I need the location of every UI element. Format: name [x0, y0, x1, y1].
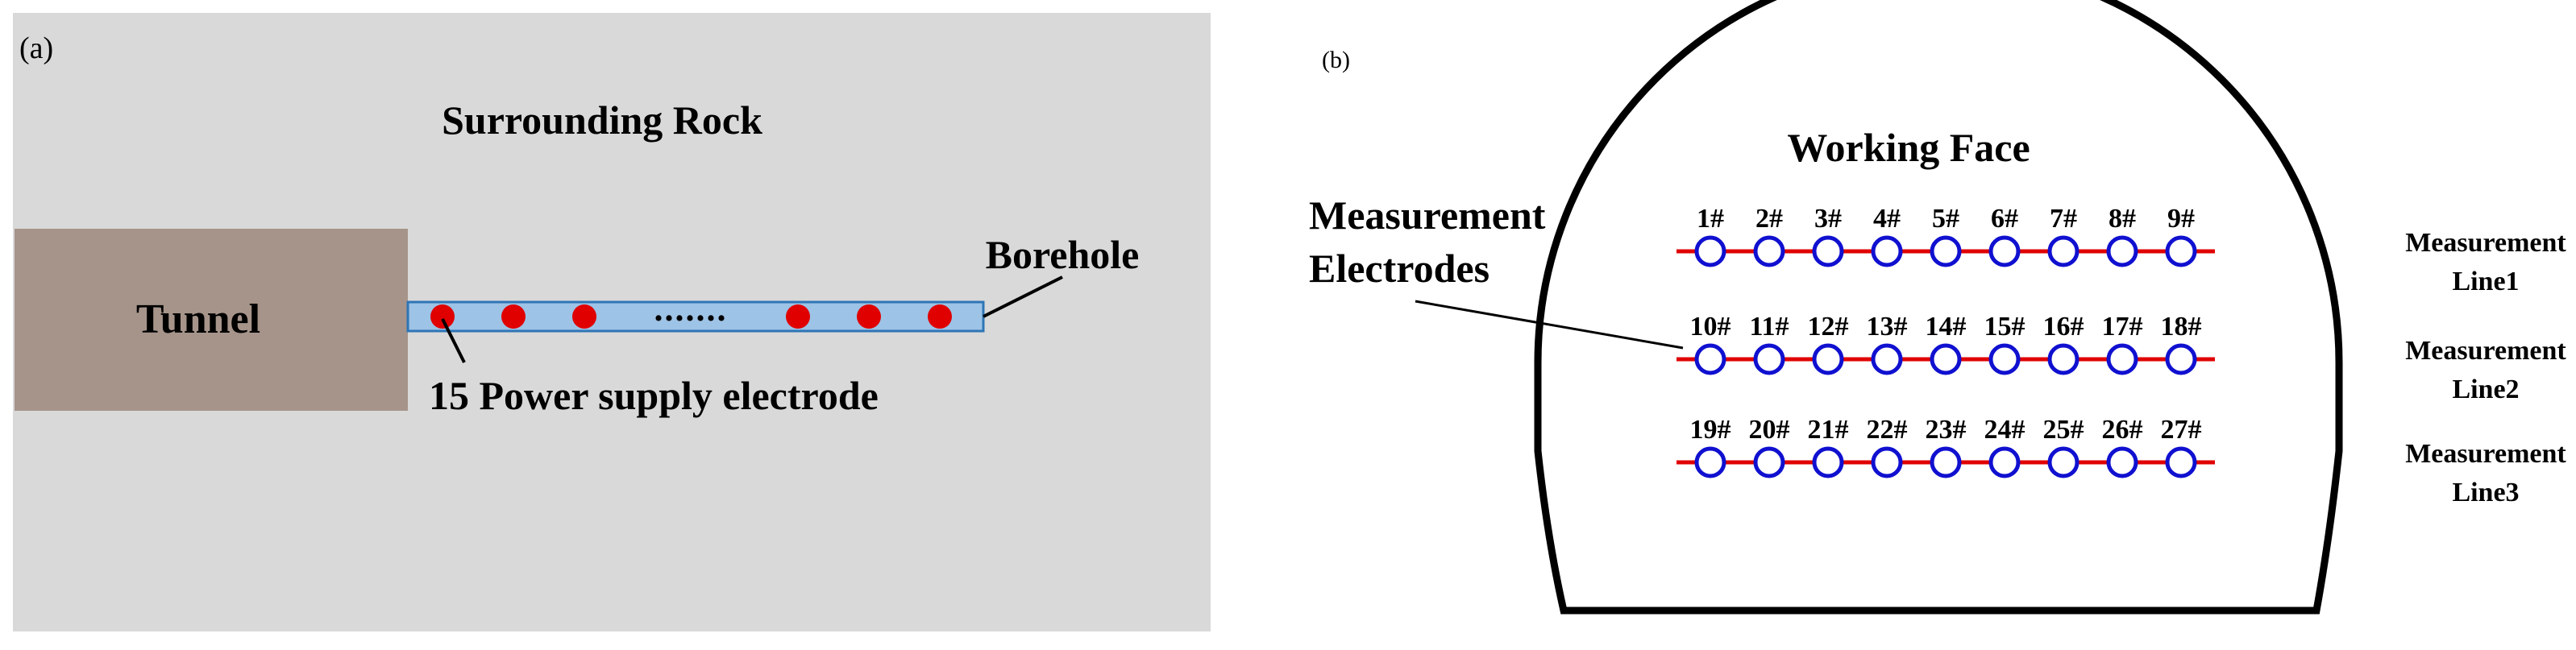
electrode-number-label: 14# [1926, 312, 1967, 342]
panel-b-label: (b) [1322, 47, 1350, 73]
tunnel-face-outline [1534, 0, 2343, 615]
measurement-electrode [1988, 343, 2021, 375]
electrode-number-label: 5# [1932, 204, 1959, 234]
electrode-number-label: 17# [2102, 312, 2143, 342]
power-supply-electrode-dot [501, 304, 526, 329]
measurement-electrode [2047, 446, 2079, 478]
electrode-number-label: 10# [1690, 312, 1731, 342]
measurement-electrode [1694, 446, 1726, 478]
electrode-number-label: 16# [2043, 312, 2084, 342]
measurement-electrode [1812, 235, 1844, 267]
panel-b: (b) Working Face Measurement Electrodes … [1309, 0, 2566, 615]
panel-a: (a) Surrounding Rock Tunnel ....... Bore… [13, 13, 1211, 631]
electrode-number-label: 23# [1926, 415, 1967, 445]
power-supply-electrode-dot [857, 304, 881, 329]
measurement-electrode [2165, 446, 2197, 478]
measurement-electrode [2106, 446, 2138, 478]
power-supply-electrodes [430, 304, 952, 329]
measurement-electrode [1871, 235, 1903, 267]
working-face-title: Working Face [1787, 125, 2030, 170]
measurement-electrode [1871, 343, 1903, 375]
measurement-electrode [2047, 343, 2079, 375]
borehole-label: Borehole [986, 232, 1140, 277]
measurement-line-2: 10# 11# 12# 13# 14# 15# 16# 17# 18# MeasurementLi… [1676, 312, 2566, 404]
electrode-number-label: 18# [2161, 312, 2202, 342]
measurement-electrode [2165, 343, 2197, 375]
electrode-number-label: 19# [1690, 415, 1731, 445]
borehole-leader-line [983, 275, 1063, 318]
measurement-electrode [1930, 235, 1962, 267]
power-supply-electrode-dot [786, 304, 810, 329]
electrode-number-label: 27# [2161, 415, 2202, 445]
measurement-electrode [1871, 446, 1903, 478]
electrode-number-label: 3# [1814, 204, 1842, 234]
electrode-label: 15 Power supply electrode [429, 373, 879, 418]
measurement-line-label-bottom: Line2 [2452, 375, 2519, 404]
measurement-electrode [1930, 446, 1962, 478]
measurement-electrode [2047, 235, 2079, 267]
surrounding-rock-label: Surrounding Rock [442, 97, 762, 143]
measurement-electrodes-label-line1: Measurement [1309, 193, 1546, 238]
measurement-electrode [1694, 343, 1726, 375]
measurement-electrode [2106, 343, 2138, 375]
measurement-electrode [1988, 446, 2021, 478]
tunnel-block [15, 229, 408, 411]
electrode-number-label: 20# [1749, 415, 1790, 445]
electrode-ellipsis: ....... [654, 289, 728, 329]
electrode-number-label: 9# [2167, 204, 2195, 234]
electrode-number-label: 25# [2043, 415, 2084, 445]
electrode-leader-line [441, 318, 466, 363]
measurement-electrode [1694, 235, 1726, 267]
measurement-electrode [1812, 446, 1844, 478]
measurement-line-label-bottom: Line3 [2452, 478, 2519, 507]
measurement-line-label-top: Measurement [2405, 336, 2566, 366]
measurement-electrode [1930, 343, 1962, 375]
panel-a-label: (a) [19, 31, 53, 65]
measurement-electrodes-leader-line [1415, 300, 1684, 350]
electrode-number-label: 4# [1873, 204, 1901, 234]
measurement-electrodes-label-line2: Electrodes [1309, 246, 1490, 291]
power-supply-electrode-dot [430, 304, 455, 329]
measurement-electrode [1753, 446, 1785, 478]
electrode-number-label: 26# [2102, 415, 2143, 445]
measurement-electrode [1753, 343, 1785, 375]
measurement-lines: 1#2#3#4#5#6#7#8#9#MeasurementLine110#11#… [1676, 204, 2566, 507]
electrode-number-label: 13# [1867, 312, 1908, 342]
tunnel-label: Tunnel [136, 296, 260, 342]
measurement-line-label-top: Measurement [2405, 439, 2566, 469]
power-supply-electrode-dot [572, 304, 596, 329]
electrode-number-label: 11# [1749, 312, 1789, 342]
electrode-number-label: 8# [2109, 204, 2136, 234]
electrode-number-label: 21# [1808, 415, 1849, 445]
electrode-number-label: 24# [1984, 415, 2025, 445]
electrode-number-label: 7# [2050, 204, 2077, 234]
measurement-electrode [1753, 235, 1785, 267]
electrode-number-label: 2# [1755, 204, 1783, 234]
measurement-line-label-top: Measurement [2405, 228, 2566, 258]
measurement-electrode [1812, 343, 1844, 375]
electrode-number-label: 1# [1697, 204, 1724, 234]
electrode-number-label: 15# [1984, 312, 2025, 342]
measurement-line-3: 19# 20# 21# 22# 23# 24# 25# 26# 27# MeasurementLi… [1676, 415, 2566, 507]
electrode-number-label: 22# [1867, 415, 1908, 445]
measurement-line-label-bottom: Line1 [2452, 267, 2519, 296]
power-supply-electrode-dot [928, 304, 952, 329]
measurement-electrode [1988, 235, 2021, 267]
electrode-number-label: 6# [1991, 204, 2018, 234]
electrode-number-label: 12# [1808, 312, 1849, 342]
measurement-electrode [2165, 235, 2197, 267]
measurement-electrode [2106, 235, 2138, 267]
